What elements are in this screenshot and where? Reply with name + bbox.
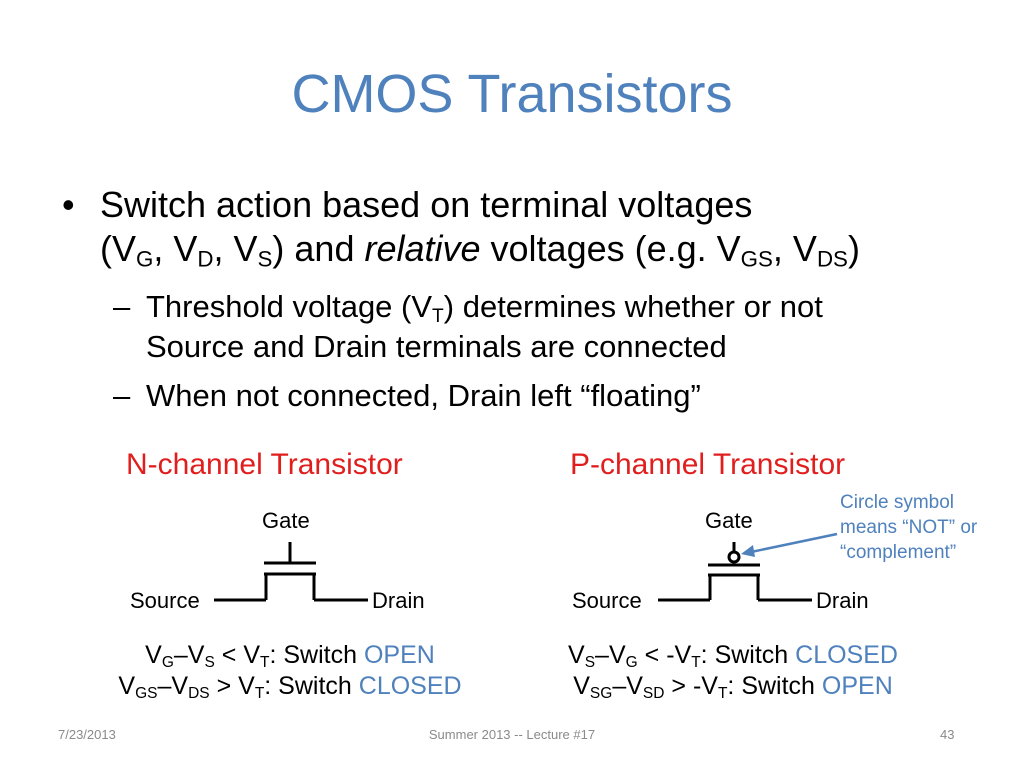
p-drain-label: Drain xyxy=(816,588,869,613)
relative-emphasis: relative xyxy=(364,228,481,269)
p-source-label: Source xyxy=(572,588,642,613)
annotation-text: Circle symbol means “NOT” or “complement… xyxy=(840,492,978,563)
footer-date: 7/23/2013 xyxy=(58,727,116,742)
p-condition-open: VSG–VSD > -VT: Switch OPEN xyxy=(573,672,893,702)
p-gate-label: Gate xyxy=(705,508,753,533)
n-transistor-symbol xyxy=(214,542,368,602)
p-channel-heading: P-channel Transistor xyxy=(570,448,846,481)
n-gate-label: Gate xyxy=(262,508,310,533)
n-channel-heading: N-channel Transistor xyxy=(126,448,403,481)
sub-bullet-line-2: Source and Drain terminals are connected xyxy=(146,329,727,364)
not-circle-icon xyxy=(727,550,741,564)
annotation-arrow xyxy=(741,532,838,557)
footer-page-number: 43 xyxy=(940,727,955,742)
n-source-label: Source xyxy=(130,588,200,613)
n-drain-label: Drain xyxy=(372,588,425,613)
sub-bullet-text: When not connected, Drain left “floating… xyxy=(146,378,701,413)
footer-course: Summer 2013 -- Lecture #17 xyxy=(428,727,596,742)
p-transistor-symbol xyxy=(658,542,812,602)
bullet-line-2: (VG, VD, VS) and relative voltages (e.g.… xyxy=(100,228,860,272)
sub-bullet-marker: – xyxy=(113,378,131,413)
bullet-line-1: Switch action based on terminal voltages xyxy=(100,184,753,225)
bullet-marker: • xyxy=(62,184,75,225)
p-condition-closed: VS–VG < -VT: Switch CLOSED xyxy=(568,641,898,671)
sub-bullet-marker: – xyxy=(113,289,131,324)
slide-title: CMOS Transistors xyxy=(291,64,733,124)
sub-bullet-line-1: Threshold voltage (VT) determines whethe… xyxy=(146,289,823,327)
n-condition-open: VG–VS < VT: Switch OPEN xyxy=(145,641,435,671)
n-condition-closed: VGS–VDS > VT: Switch CLOSED xyxy=(118,672,462,702)
